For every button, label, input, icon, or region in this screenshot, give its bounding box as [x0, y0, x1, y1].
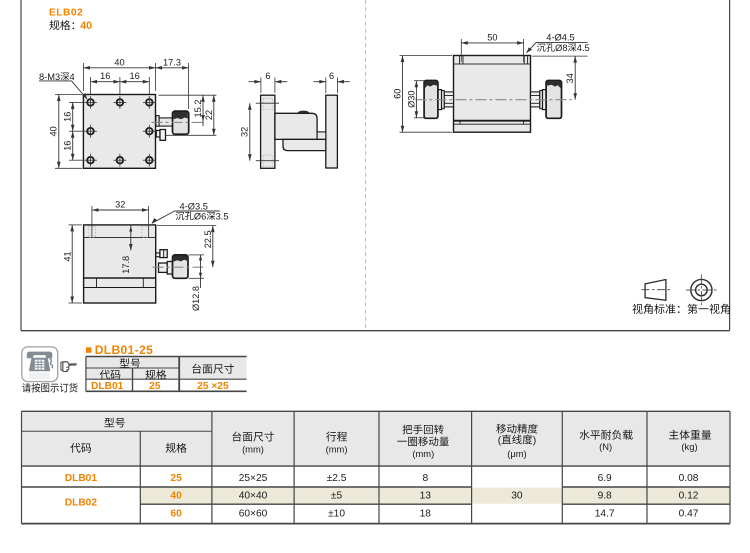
svg-text:32: 32: [240, 127, 250, 137]
svg-text:4.5: 4.5: [577, 43, 590, 53]
svg-text:16: 16: [100, 71, 110, 81]
svg-text:DLB01: DLB01: [65, 473, 98, 484]
svg-text:6.9: 6.9: [598, 473, 612, 484]
svg-text:(N): (N): [599, 441, 612, 452]
svg-text:6: 6: [329, 71, 334, 81]
svg-text:17.3: 17.3: [163, 57, 181, 67]
svg-text:4: 4: [69, 72, 74, 82]
svg-text:Ø8: Ø8: [555, 43, 567, 53]
svg-text:±5: ±5: [331, 491, 343, 502]
svg-text:Ø6: Ø6: [194, 211, 206, 221]
svg-text:40: 40: [80, 20, 92, 32]
svg-text:17.8: 17.8: [121, 256, 131, 274]
svg-text:60: 60: [393, 89, 403, 99]
svg-text:40: 40: [170, 491, 182, 502]
svg-text:25: 25: [149, 381, 161, 392]
svg-text:Ø30: Ø30: [406, 91, 416, 108]
svg-text:50: 50: [487, 32, 497, 42]
svg-text:40×40: 40×40: [239, 491, 268, 502]
svg-text:DLB02: DLB02: [65, 498, 98, 509]
svg-text:9.8: 9.8: [598, 491, 612, 502]
svg-text:(kg): (kg): [681, 441, 697, 452]
svg-text:8-M3: 8-M3: [39, 72, 60, 82]
svg-text:40: 40: [49, 126, 59, 136]
svg-text:34: 34: [565, 73, 575, 83]
svg-text:0.12: 0.12: [679, 491, 699, 502]
svg-text:Ø12.8: Ø12.8: [191, 286, 201, 311]
svg-text:±10: ±10: [328, 508, 345, 519]
svg-text:22: 22: [204, 110, 214, 120]
svg-text:60: 60: [170, 508, 182, 519]
svg-text:): ): [533, 434, 537, 446]
svg-text:ELB02: ELB02: [49, 8, 83, 19]
svg-text:6: 6: [265, 71, 270, 81]
svg-text:4-Ø3.5: 4-Ø3.5: [179, 201, 207, 211]
svg-text:15.2: 15.2: [193, 100, 203, 118]
svg-text:25×25: 25×25: [239, 473, 268, 484]
svg-text:16: 16: [63, 141, 73, 151]
svg-text:(μm): (μm): [507, 448, 526, 459]
svg-text:60×60: 60×60: [239, 508, 268, 519]
svg-text:22.5: 22.5: [203, 230, 213, 248]
svg-text:30: 30: [511, 491, 523, 502]
svg-text:DLB01: DLB01: [91, 381, 124, 392]
svg-text:16: 16: [63, 112, 73, 122]
svg-text:18: 18: [420, 508, 432, 519]
svg-text:25 ×25: 25 ×25: [197, 381, 229, 392]
svg-text:40: 40: [114, 57, 124, 67]
svg-text:4-Ø4.5: 4-Ø4.5: [546, 33, 574, 43]
svg-text:DLB01-25: DLB01-25: [95, 343, 154, 357]
svg-text:0.08: 0.08: [679, 473, 699, 484]
svg-text:41: 41: [62, 251, 72, 261]
svg-text:(mm): (mm): [242, 443, 264, 454]
svg-text:(mm): (mm): [326, 443, 348, 454]
svg-text:8: 8: [422, 473, 428, 484]
svg-text:0.47: 0.47: [679, 508, 699, 519]
svg-text:14.7: 14.7: [595, 508, 615, 519]
svg-text:±2.5: ±2.5: [327, 473, 347, 484]
svg-text:(: (: [498, 434, 502, 446]
svg-text:13: 13: [420, 491, 432, 502]
svg-text:3.5: 3.5: [216, 211, 229, 221]
svg-text:32: 32: [115, 200, 125, 210]
svg-text:16: 16: [129, 71, 139, 81]
svg-text:(mm): (mm): [412, 448, 434, 459]
svg-text:25: 25: [170, 473, 182, 484]
